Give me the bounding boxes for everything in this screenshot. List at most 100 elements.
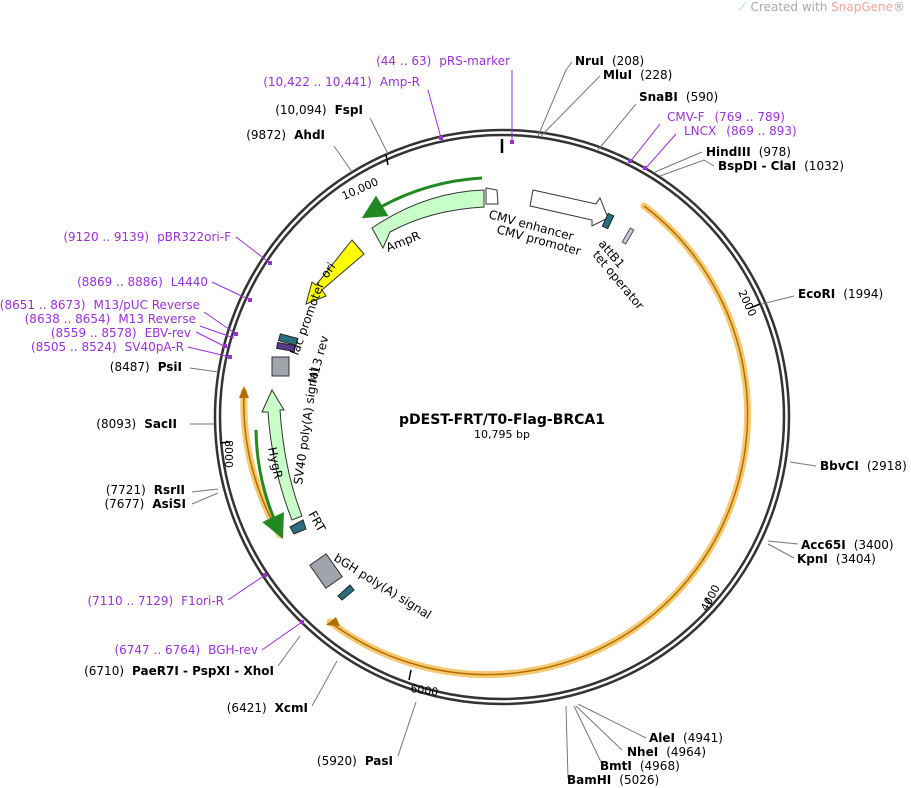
enzyme-alei: AleI <box>649 731 675 745</box>
primer-ebv-rev-range: (8559 .. 8578) <box>51 326 137 340</box>
sv40-polya-feature <box>271 356 290 377</box>
svg-text:(7110 .. 7129)F1ori-R: (7110 .. 7129)F1ori-R <box>87 594 224 608</box>
primer-amp-r: Amp-R <box>380 75 420 89</box>
primer-bgh-rev: BGH-rev <box>208 643 258 657</box>
svg-text:(8093)SacII: (8093)SacII <box>96 417 177 431</box>
snapgene-watermark: ⟋Created with SnapGene® <box>738 0 905 15</box>
svg-text:BbvCI(2918): BbvCI (2918) <box>820 459 907 473</box>
primer-l4440: L4440 <box>171 275 208 289</box>
enzyme-alei-pos: (4941) <box>683 731 723 745</box>
enzyme-bspdi-clai-pos: (1032) <box>804 159 844 173</box>
enzyme-sacii-pos: (8093) <box>96 417 136 431</box>
primer-bgh-rev-range: (6747 .. 6764) <box>114 643 200 657</box>
ori-feature <box>305 239 365 305</box>
enzyme-paer7i-pspxi-xhoi: PaeR7I - PspXI - XhoI <box>132 664 274 678</box>
svg-text:(8487)PsiI: (8487)PsiI <box>110 360 182 374</box>
enzyme-labels: NruI(208) MluI(228) SnaBI(590) HindIII(9… <box>84 54 907 787</box>
cmv-promoter-feature <box>529 189 609 227</box>
svg-text:(8505 .. 8524)SV40pA-R: (8505 .. 8524)SV40pA-R <box>31 340 184 354</box>
brand-prefix: Created with <box>750 0 828 14</box>
svg-text:(10,422 .. 10,441)Amp-R: (10,422 .. 10,441)Amp-R <box>263 75 420 89</box>
primer-lncx-range: (869 .. 893) <box>726 124 796 138</box>
plasmid-name: pDEST-FRT/T0-Flag-BRCA1 <box>399 412 605 428</box>
tet-operator-feature <box>621 227 635 245</box>
primer-f1ori-r-range: (7110 .. 7129) <box>87 594 173 608</box>
primer-lncx: LNCX <box>684 124 716 138</box>
svg-text:(6710)PaeR7I - PspXI - XhoI: (6710)PaeR7I - PspXI - XhoI <box>84 664 274 678</box>
primer-pbr322ori-f: pBR322ori-F <box>157 230 231 244</box>
enzyme-bmti: BmtI <box>600 759 632 773</box>
enzyme-xcmi-pos: (6421) <box>227 701 267 715</box>
lac-promoter-feature <box>277 333 299 346</box>
enzyme-kpni-pos: (3404) <box>836 552 876 566</box>
enzyme-ecori-pos: (1994) <box>843 287 883 301</box>
snapgene-logo-icon: ⟋ <box>738 0 747 14</box>
enzyme-bbvci-pos: (2918) <box>867 459 907 473</box>
plasmid-length: 10,795 bp <box>474 428 530 441</box>
enzyme-bamhi: BamHI <box>567 773 611 787</box>
ruler-label-8000: 8000 <box>222 440 235 468</box>
enzyme-pasi-pos: (5920) <box>317 754 357 768</box>
enzyme-leaders <box>189 61 817 779</box>
svg-text:(9872)AhdI: (9872) AhdI <box>246 128 325 142</box>
green-orf-arrows <box>254 176 483 539</box>
enzyme-fspi-pos: (10,094) <box>275 103 326 117</box>
primer-prs-marker: pRS-marker <box>439 54 510 68</box>
primer-m13puc-reverse-range: (8651 .. 8673) <box>0 298 86 312</box>
enzyme-ahdi-pos: (9872) <box>246 128 286 142</box>
svg-text:(9120 .. 9139)pBR322ori-F: (9120 .. 9139) pBR322ori-F <box>63 230 231 244</box>
primer-l4440-range: (8869 .. 8886) <box>77 275 163 289</box>
svg-text:Acc65I(3400): Acc65I (3400) <box>801 538 894 552</box>
ampr-feature <box>371 189 485 250</box>
svg-text:(7677)AsiSI: (7677) AsiSI <box>104 497 186 511</box>
primer-m13-reverse: M13 Reverse <box>118 312 196 326</box>
primer-pbr322ori-f-range: (9120 .. 9139) <box>63 230 149 244</box>
enzyme-kpni: KpnI <box>797 552 828 566</box>
enzyme-mlui: MluI <box>603 68 632 82</box>
enzyme-fspi: FspI <box>335 103 363 117</box>
enzyme-asisi-pos: (7677) <box>104 497 144 511</box>
svg-text:NheI(4964): NheI (4964) <box>627 745 706 759</box>
svg-text:BspDI - ClaI(1032): BspDI - ClaI(1032) <box>718 159 844 173</box>
enzyme-bbvci: BbvCI <box>820 459 859 473</box>
frt-feature <box>289 519 307 535</box>
brand-mark: ® <box>893 0 905 14</box>
enzyme-bmti-pos: (4968) <box>640 759 680 773</box>
frt-label: FRT <box>305 509 328 535</box>
svg-text:(8651 .. 8673)M13/pUC Reverse: (8651 .. 8673)M13/pUC Reverse <box>0 298 200 312</box>
enzyme-hindiii-pos: (978) <box>759 145 791 159</box>
primer-ebv-rev: EBV-rev <box>145 326 191 340</box>
enzyme-psii: PsiI <box>158 360 182 374</box>
enzyme-nhei: NheI <box>627 745 658 759</box>
enzyme-nrui-pos: (208) <box>612 54 644 68</box>
enzyme-snabi-pos: (590) <box>686 90 718 104</box>
primer-sv40pa-r-range: (8505 .. 8524) <box>31 340 117 354</box>
svg-text:(5920)PasI: (5920) PasI <box>317 754 393 768</box>
svg-text:LNCX(869 .. 893): LNCX (869 .. 893) <box>684 124 797 138</box>
primer-marks <box>223 136 647 624</box>
sv40-polya-label: SV40 poly(A) signal <box>291 367 321 485</box>
primer-cmv-f: CMV-F <box>667 110 705 124</box>
enzyme-rsrii-pos: (7721) <box>106 483 146 497</box>
svg-text:BamHI(5026): BamHI (5026) <box>567 773 659 787</box>
enzyme-nhei-pos: (4964) <box>666 745 706 759</box>
enzyme-ahdi: AhdI <box>294 128 325 142</box>
enzyme-snabi: SnaBI <box>639 90 678 104</box>
svg-text:(8869 .. 8886)L4440: (8869 .. 8886) L4440 <box>77 275 208 289</box>
enzyme-bamhi-pos: (5026) <box>619 773 659 787</box>
primer-m13-reverse-range: (8638 .. 8654) <box>25 312 111 326</box>
svg-text:(6421)XcmI: (6421)XcmI <box>227 701 308 715</box>
primer-cmv-f-range: (769 .. 789) <box>714 110 784 124</box>
svg-text:SnaBI(590): SnaBI (590) <box>639 90 718 104</box>
svg-text:(8559 .. 8578)EBV-rev: (8559 .. 8578) EBV-rev <box>51 326 191 340</box>
attb1-feature <box>601 212 615 230</box>
enzyme-acc65i-pos: (3400) <box>854 538 894 552</box>
svg-text:KpnI(3404): KpnI (3404) <box>797 552 876 566</box>
enzyme-acc65i: Acc65I <box>801 538 846 552</box>
enzyme-asisi: AsiSI <box>152 497 186 511</box>
svg-text:(8638 .. 8654)M13 Reverse: (8638 .. 8654) M13 Reverse <box>25 312 196 326</box>
enzyme-nrui: NruI <box>575 54 604 68</box>
svg-text:(7721)RsrII: (7721)RsrII <box>106 483 185 497</box>
enzyme-pasi: PasI <box>365 754 393 768</box>
enzyme-hindiii: HindIII <box>706 145 751 159</box>
